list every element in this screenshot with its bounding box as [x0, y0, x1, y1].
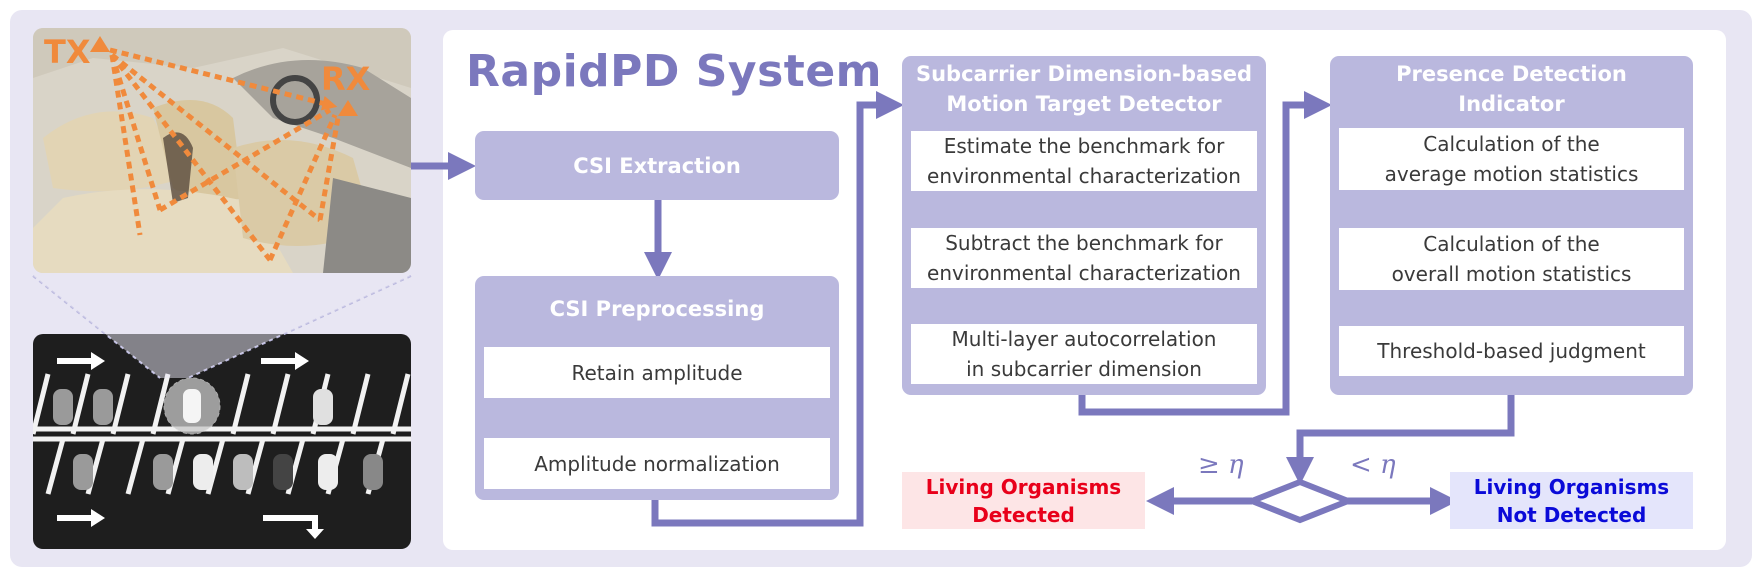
result-not-detected: Living Organisms Not Detected [1450, 472, 1693, 529]
multipath-lines [109, 47, 341, 262]
csi-extraction-title: CSI Extraction [573, 154, 741, 178]
presence-indicator-title-line2: Indicator [1458, 92, 1565, 116]
rx-label: RX [321, 60, 371, 98]
motion-detector-box: Subcarrier Dimension-based Motion Target… [902, 56, 1266, 395]
result-detected-line1: Living Organisms [925, 474, 1122, 499]
step-average-motion-line1: Calculation of the [1423, 132, 1600, 156]
step-threshold-judgment: Threshold-based judgment [1339, 326, 1684, 376]
step-estimate-benchmark-line1: Estimate the benchmark for [943, 134, 1225, 158]
step-amplitude-normalization: Amplitude normalization [484, 438, 830, 489]
result-not-detected-line1: Living Organisms [1473, 474, 1670, 499]
tx-label: TX [44, 33, 91, 71]
presence-indicator-box: Presence Detection Indicator Calculation… [1330, 56, 1693, 395]
step-multilayer-autocorrelation: Multi-layer autocorrelation in subcarrie… [911, 324, 1257, 384]
motion-detector-title-line2: Motion Target Detector [946, 92, 1222, 116]
presence-indicator-title-line1: Presence Detection [1396, 62, 1627, 86]
csi-preprocessing-box: CSI Preprocessing Retain amplitude Ampli… [475, 276, 839, 500]
step-overall-motion: Calculation of the overall motion statis… [1339, 228, 1684, 290]
condition-ge-eta: ≥ η [1198, 450, 1244, 480]
step-overall-motion-line1: Calculation of the [1423, 232, 1600, 256]
result-detected: Living Organisms Detected [902, 472, 1145, 529]
step-average-motion: Calculation of the average motion statis… [1339, 128, 1684, 190]
step-multilayer-autocorrelation-line2: in subcarrier dimension [966, 357, 1202, 381]
step-threshold-judgment-line1: Threshold-based judgment [1377, 339, 1646, 363]
parking-lot-illustration [33, 334, 411, 549]
system-title: RapidPD System [466, 46, 883, 97]
motion-detector-title-line1: Subcarrier Dimension-based [915, 62, 1253, 86]
step-average-motion-line2: average motion statistics [1384, 162, 1639, 186]
parking-lot-photo [33, 334, 411, 549]
result-detected-line2: Detected [972, 502, 1075, 527]
step-multilayer-autocorrelation-line1: Multi-layer autocorrelation [951, 327, 1217, 351]
step-subtract-benchmark: Subtract the benchmark for environmental… [911, 228, 1257, 288]
condition-lt-eta: < η [1350, 450, 1396, 480]
step-subtract-benchmark-line1: Subtract the benchmark for [945, 231, 1223, 255]
step-estimate-benchmark-line2: environmental characterization [927, 164, 1241, 188]
rx-antenna-icon [338, 100, 358, 116]
result-not-detected-line2: Not Detected [1496, 502, 1647, 527]
step-retain-amplitude: Retain amplitude [484, 347, 830, 398]
step-estimate-benchmark: Estimate the benchmark for environmental… [911, 131, 1257, 191]
step-subtract-benchmark-line2: environmental characterization [927, 261, 1241, 285]
step-overall-motion-line2: overall motion statistics [1391, 262, 1632, 286]
csi-preprocessing-title: CSI Preprocessing [549, 297, 765, 321]
csi-extraction-box: CSI Extraction [475, 131, 839, 200]
tx-antenna-icon [90, 36, 110, 52]
